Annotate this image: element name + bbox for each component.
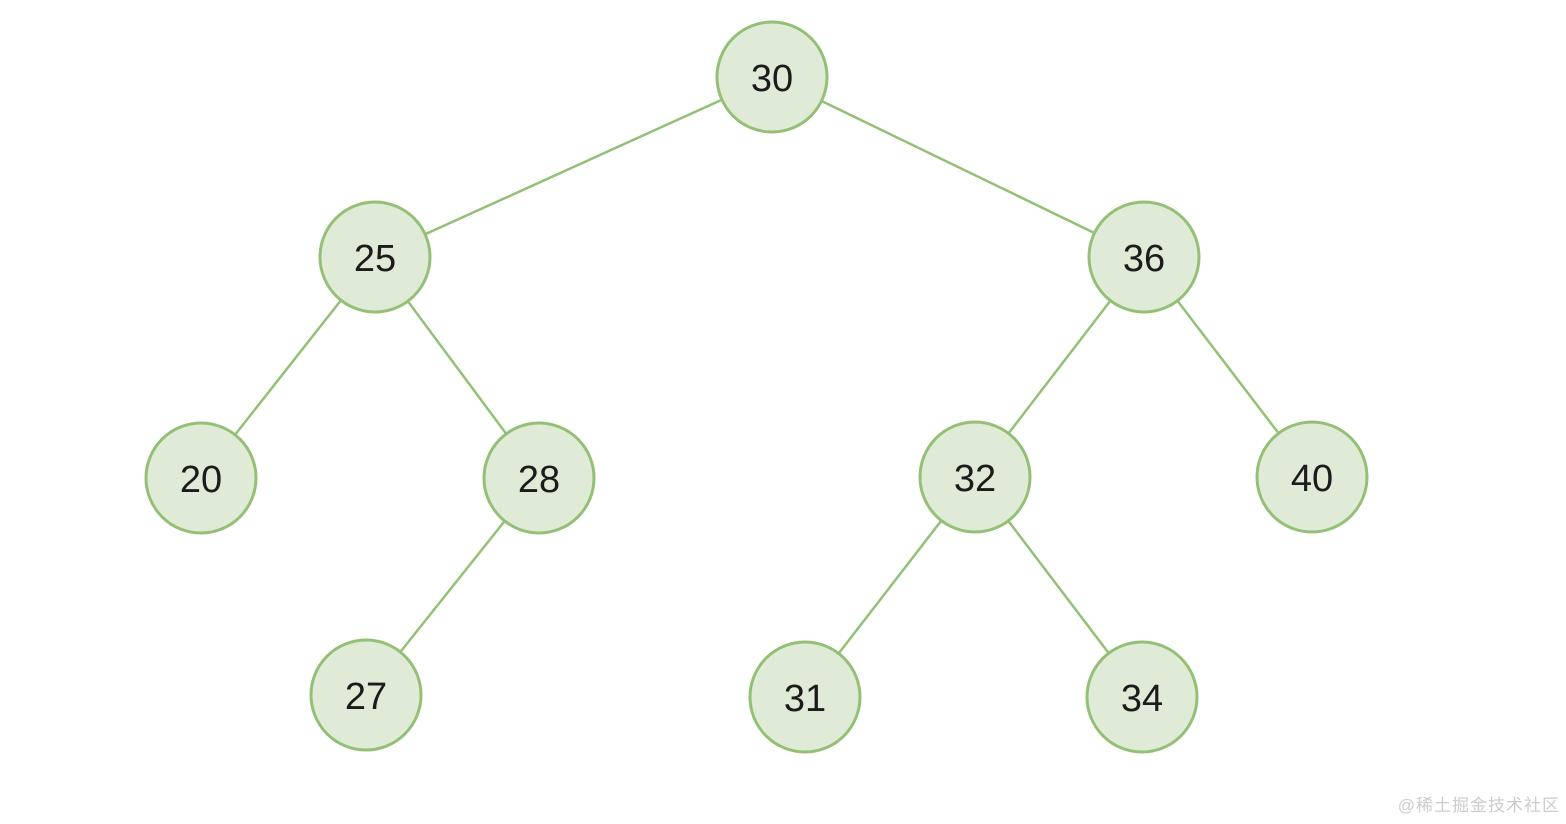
tree-node-label-40: 40 [1291,458,1333,500]
tree-node-30: 30 [715,20,829,134]
tree-node-20: 20 [144,421,258,535]
tree-node-label-31: 31 [784,678,826,720]
tree-node-circle-28 [482,421,596,535]
watermark-text: @稀土掘金技术社区 [1397,796,1560,815]
tree-node-label-32: 32 [954,458,996,500]
tree-node-27: 27 [309,638,423,752]
tree-node-25: 25 [318,200,432,314]
tree-node-circle-40 [1255,420,1369,534]
tree-node-28: 28 [482,421,596,535]
tree-node-circle-20 [144,421,258,535]
tree-node-label-25: 25 [354,238,396,280]
tree-node-circle-30 [715,20,829,134]
tree-node-label-20: 20 [180,459,222,501]
tree-edges-layer [200,75,1313,698]
tree-node-label-34: 34 [1121,678,1163,720]
tree-node-31: 31 [748,640,862,754]
tree-node-circle-32 [918,420,1032,534]
tree-node-circle-25 [318,200,432,314]
tree-node-circle-34 [1085,640,1199,754]
tree-node-label-27: 27 [345,676,387,718]
tree-node-circle-36 [1087,200,1201,314]
tree-node-32: 32 [918,420,1032,534]
tree-node-34: 34 [1085,640,1199,754]
tree-nodes-layer: 30 25 36 20 28 32 40 27 31 34 [144,20,1369,754]
tree-node-36: 36 [1087,200,1201,314]
tree-edge-30-36 [771,75,1145,259]
tree-node-label-36: 36 [1123,238,1165,280]
tree-node-label-30: 30 [751,58,793,100]
tree-node-circle-27 [309,638,423,752]
tree-edge-30-25 [374,75,773,259]
tree-node-40: 40 [1255,420,1369,534]
tree-node-circle-31 [748,640,862,754]
tree-node-label-28: 28 [518,459,560,501]
